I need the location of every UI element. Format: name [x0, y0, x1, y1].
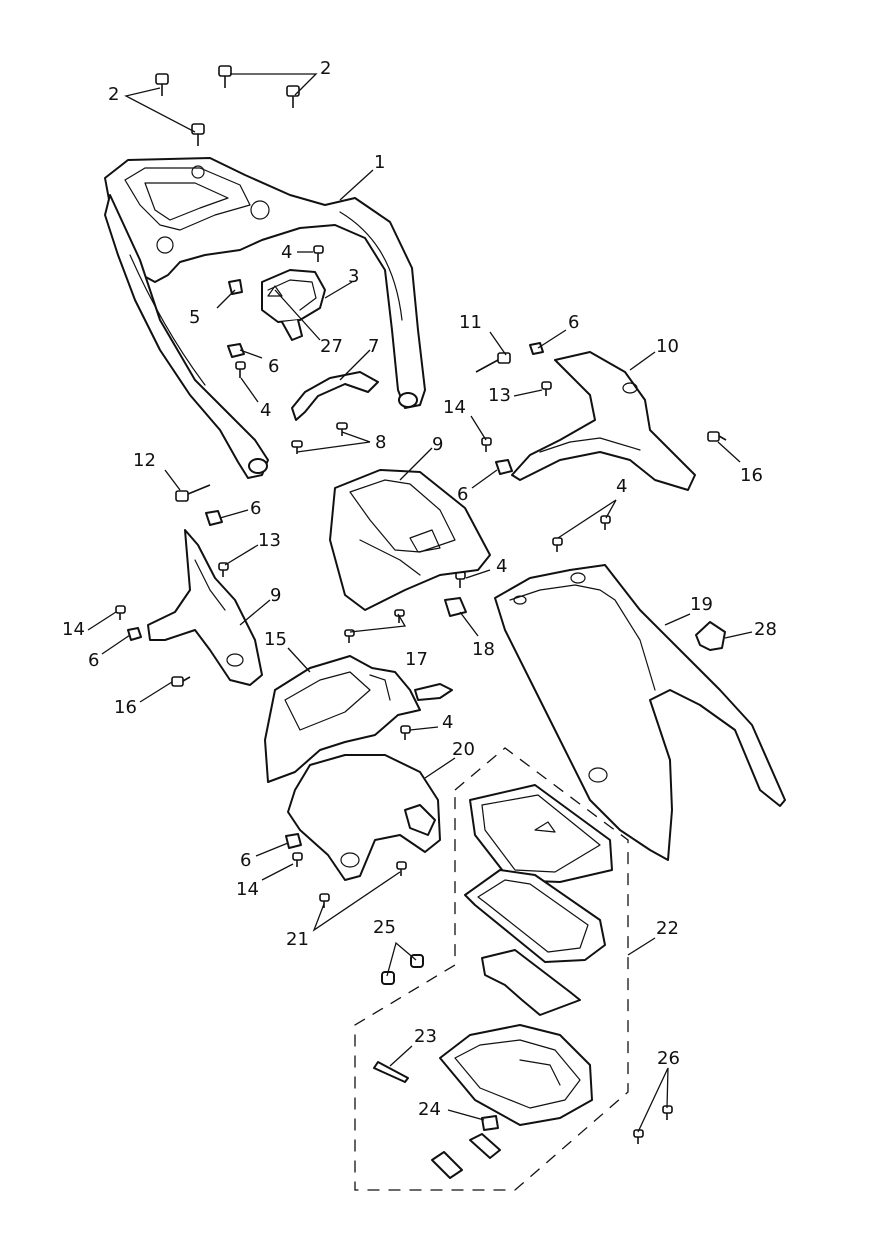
part-1-grab-rail [104, 157, 426, 479]
part-4-screws [235, 245, 611, 740]
callout-4-a: 4 [281, 242, 292, 263]
callout-2-right: 2 [320, 58, 331, 79]
callout-5: 5 [189, 307, 200, 328]
callout-24: 24 [418, 1099, 441, 1120]
part-28-clip [695, 621, 726, 651]
part-24-clips [431, 1115, 501, 1179]
callout-28: 28 [754, 619, 777, 640]
callout-13-left: 13 [258, 530, 281, 551]
part-20-lower-cover [287, 754, 441, 881]
callout-11: 10 [656, 336, 679, 357]
callout-23: 23 [414, 1026, 437, 1047]
callout-4-d: 4 [496, 556, 507, 577]
callout-25: 25 [373, 917, 396, 938]
part-25-nuts [381, 954, 424, 985]
callout-numbers: 2 2 1 3 4 5 6 4 7 27 8 9 11 6 13 10 14 6… [62, 58, 777, 1120]
callout-4-b: 4 [260, 400, 271, 421]
part-26-screws [633, 1105, 673, 1144]
callout-12-left: 12 [133, 450, 156, 471]
callout-3: 3 [348, 266, 359, 287]
part-19-mudguard [494, 564, 786, 861]
callout-14-c: 14 [236, 879, 259, 900]
part-9-housing [329, 469, 491, 611]
part-10-left-bracket [147, 529, 263, 686]
callout-21: 21 [286, 929, 309, 950]
part-23-key [373, 1061, 409, 1083]
callout-26: 26 [657, 1048, 680, 1069]
callout-22: 22 [656, 918, 679, 939]
callout-4-c: 4 [616, 476, 627, 497]
part-15-light-housing [264, 655, 453, 783]
callout-14-a: 14 [443, 397, 466, 418]
callout-10: 9 [270, 585, 281, 606]
callout-13-right: 13 [488, 385, 511, 406]
callout-9: 9 [432, 434, 443, 455]
callout-20: 20 [452, 739, 475, 760]
part-3-cover [261, 269, 326, 341]
part-22-storage-assembly [439, 784, 613, 1126]
leader-lines [87, 73, 753, 1133]
callout-19: 19 [690, 594, 713, 615]
callout-27: 27 [320, 336, 343, 357]
part-16-bolts [171, 431, 727, 687]
assembly-22-boundary [354, 747, 629, 1191]
callout-6-a: 6 [268, 356, 279, 377]
part-5-clip [228, 279, 243, 295]
callout-6-e: 6 [88, 650, 99, 671]
callout-17: 17 [405, 649, 428, 670]
callout-16-left: 16 [114, 697, 137, 718]
part-12-bolts [175, 352, 511, 502]
callout-16-right: 16 [740, 465, 763, 486]
callout-7: 7 [368, 336, 379, 357]
part-11-right-bracket [511, 351, 696, 491]
callout-18: 18 [472, 639, 495, 660]
part-13-screws [218, 381, 552, 577]
callout-6-f: 6 [240, 850, 251, 871]
callout-12-right: 11 [459, 312, 482, 333]
callout-15: 15 [264, 629, 287, 650]
part-7-bracket [291, 371, 379, 421]
callout-6-c: 6 [457, 484, 468, 505]
callout-14-b: 14 [62, 619, 85, 640]
callout-8: 8 [375, 432, 386, 453]
callout-2-left: 2 [108, 84, 119, 105]
callout-6-b: 6 [568, 312, 579, 333]
callout-6-d: 6 [250, 498, 261, 519]
part-6-nuts [127, 342, 544, 849]
callout-1: 1 [374, 152, 385, 173]
part-14-screws [115, 437, 492, 867]
part-18-clip [444, 597, 467, 617]
part-2-bolts [155, 65, 300, 146]
callout-4-e: 4 [442, 712, 453, 733]
